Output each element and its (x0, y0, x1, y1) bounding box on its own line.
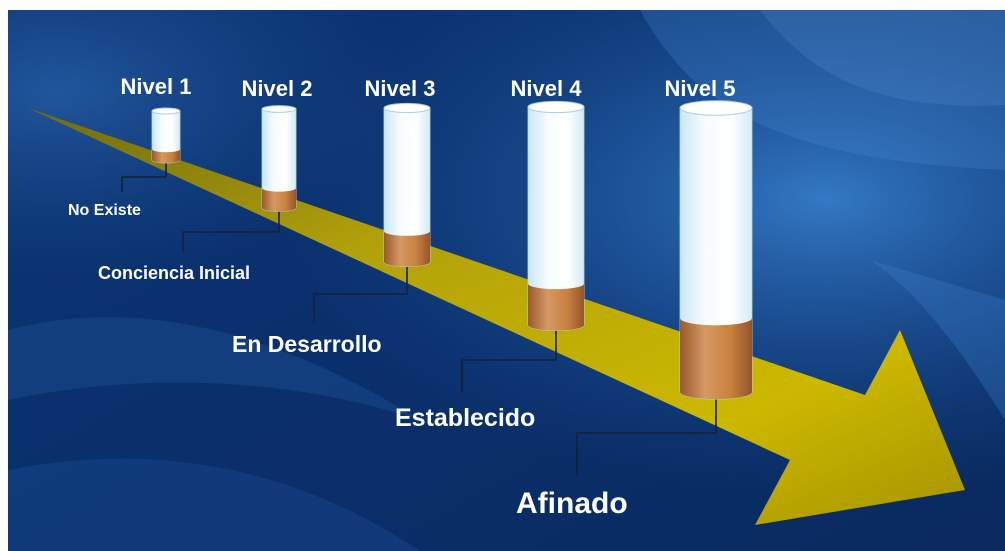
cylinder-level-4 (527, 100, 585, 331)
cylinder-level-3 (383, 102, 431, 267)
cylinder-fill (528, 283, 584, 331)
cylinder-cap (151, 107, 181, 115)
cylinder-fill (152, 149, 180, 163)
stage-label-en-desarrollo: En Desarrollo (232, 331, 382, 357)
level-5-title: Nivel 5 (665, 76, 736, 101)
cylinder-level-5 (679, 100, 753, 400)
level-2-title: Nivel 2 (242, 76, 313, 101)
cylinder-level-1 (151, 107, 181, 164)
stage-label-no-existe: No Existe (68, 202, 141, 219)
progress-arrow (28, 108, 965, 525)
stage-labels: No Existe Conciencia Inicial En Desarrol… (68, 202, 628, 520)
cylinder-fill (680, 318, 752, 400)
stage-label-conciencia-inicial: Conciencia Inicial (98, 263, 250, 283)
cylinder-cap (261, 105, 297, 113)
cylinder-cap (527, 100, 585, 114)
cylinder-cap (679, 100, 753, 116)
stage-label-afinado: Afinado (516, 487, 628, 520)
cylinder-fill (384, 231, 430, 267)
stage-label-establecido: Establecido (395, 404, 535, 432)
leader-lines (121, 160, 717, 475)
cylinder-level-2 (261, 105, 297, 212)
level-titles: Nivel 1 Nivel 2 Nivel 3 Nivel 4 Nivel 5 (121, 74, 736, 101)
cylinder-fill (262, 188, 296, 212)
cylinder-cap (383, 102, 431, 114)
level-1-title: Nivel 1 (121, 74, 192, 99)
level-4-title: Nivel 4 (511, 76, 583, 101)
level-3-title: Nivel 3 (365, 76, 436, 101)
